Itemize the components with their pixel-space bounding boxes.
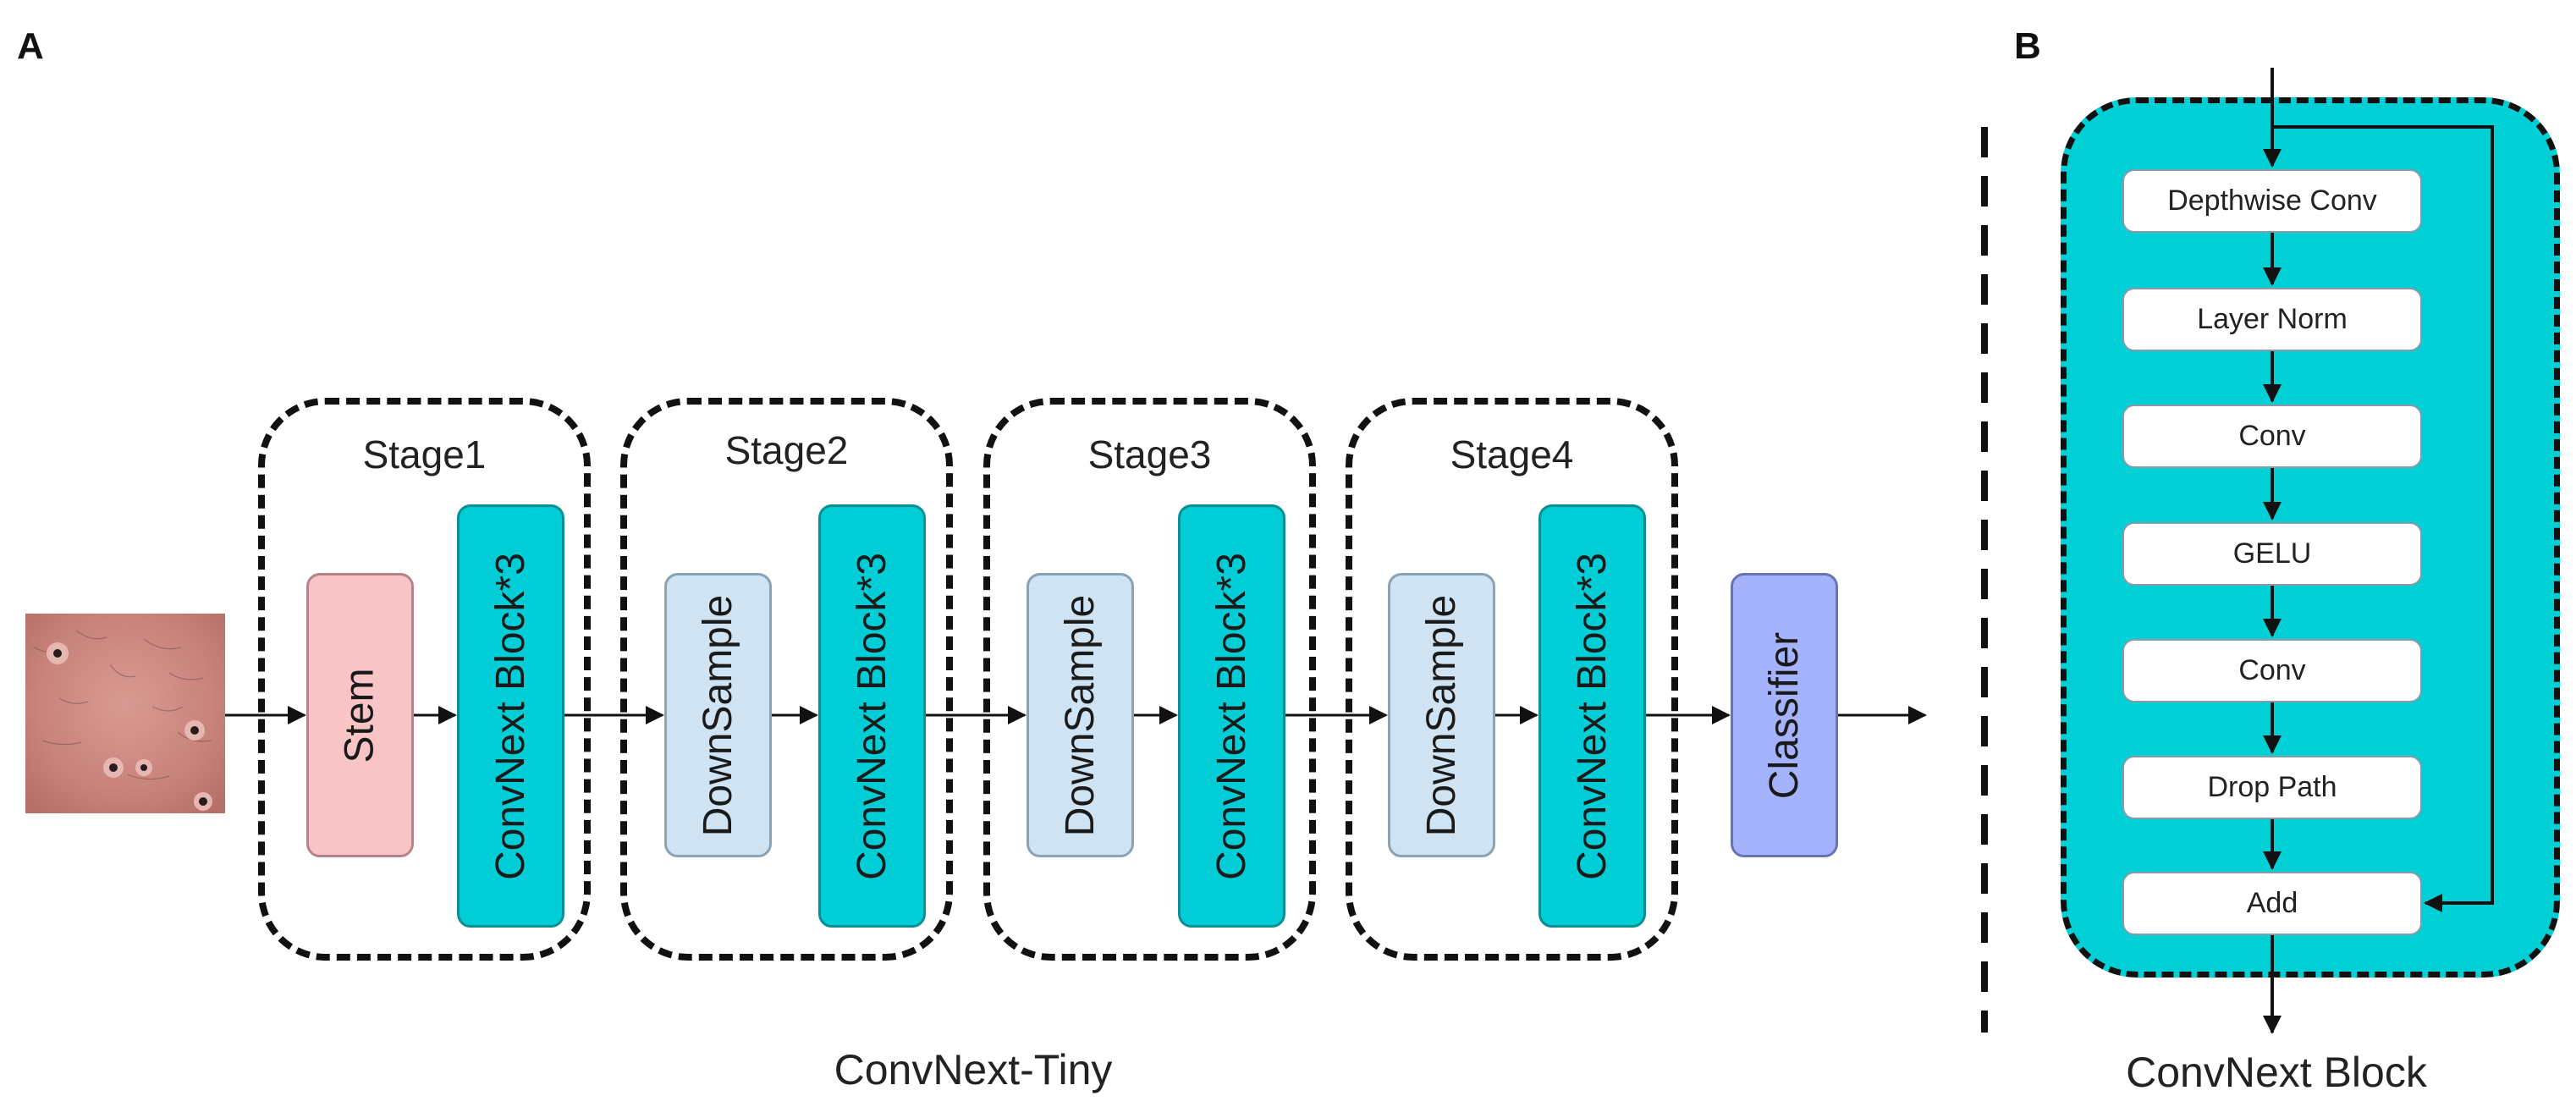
stage2-convnext-block-box: ConvNext Block*3 xyxy=(818,504,926,928)
stage2-title: Stage2 xyxy=(724,428,849,472)
stage4-downsample-box: DownSample xyxy=(1388,573,1495,857)
layer-conv-2: Conv xyxy=(2122,639,2422,702)
panel-a-label: A xyxy=(17,25,44,67)
classifier-box: Classifier xyxy=(1731,573,1838,857)
stage3-title: Stage3 xyxy=(1087,432,1212,476)
stage3-group xyxy=(983,398,1316,961)
layer-depthwise-conv: Depthwise Conv xyxy=(2122,169,2422,233)
input-skin-image xyxy=(25,614,225,813)
layer-add: Add xyxy=(2122,872,2422,935)
stem-box: Stem xyxy=(306,573,414,857)
block-caption: ConvNext Block xyxy=(2126,1049,2427,1096)
panel-b-label: B xyxy=(2014,25,2041,67)
stage3-convnext-block-box: ConvNext Block*3 xyxy=(1178,504,1285,928)
stage1-convnext-block-box: ConvNext Block*3 xyxy=(457,504,564,928)
layer-conv-1: Conv xyxy=(2122,405,2422,468)
stage1-title: Stage1 xyxy=(362,432,487,476)
stage2-group xyxy=(620,398,953,961)
layer-layer-norm: Layer Norm xyxy=(2122,288,2422,351)
pipeline-caption: ConvNext-Tiny xyxy=(834,1046,1113,1093)
layer-drop-path: Drop Path xyxy=(2122,756,2422,819)
stage4-title: Stage4 xyxy=(1450,432,1574,476)
layer-gelu: GELU xyxy=(2122,522,2422,586)
stage1-group xyxy=(258,398,591,961)
stage4-group xyxy=(1346,398,1678,961)
stage3-downsample-box: DownSample xyxy=(1027,573,1134,857)
stage2-downsample-box: DownSample xyxy=(664,573,772,857)
stage4-convnext-block-box: ConvNext Block*3 xyxy=(1538,504,1646,928)
